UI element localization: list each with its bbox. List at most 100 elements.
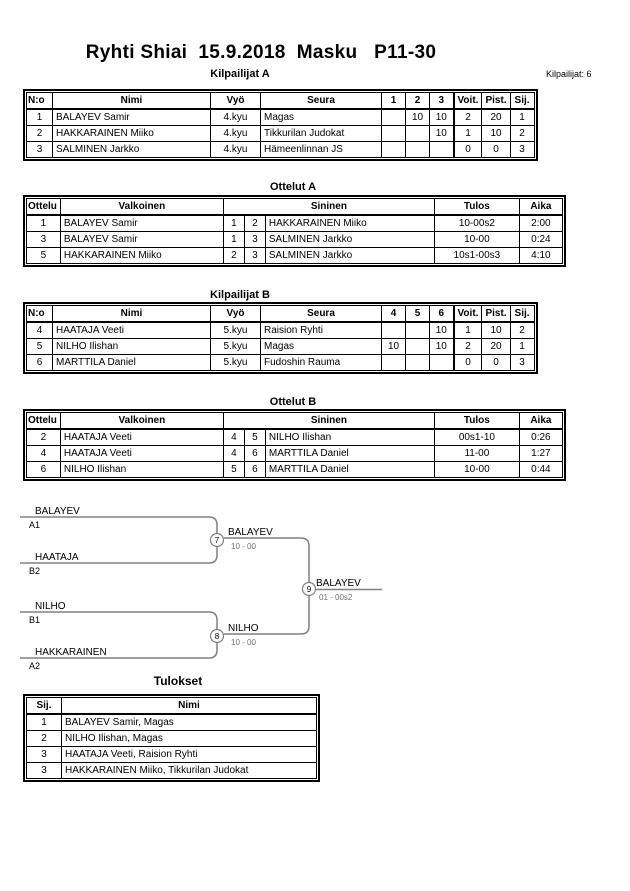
- bracket-slot-seed: B2: [29, 566, 40, 576]
- cell-wins: 1: [452, 321, 483, 339]
- col-header-name: Nimi: [52, 305, 211, 323]
- col-header-result: Tulos: [433, 198, 520, 216]
- cell-time: 2:00: [518, 214, 563, 232]
- bracket-lines: [20, 516, 382, 659]
- cell-points: 20: [481, 108, 511, 126]
- cell-blue-no: 6: [243, 445, 266, 462]
- pool-a-table-grid: N:o Nimi Vyö Seura 1 2 3 Voit. Pist. Sij…: [26, 92, 535, 158]
- cell-place: 1: [509, 338, 535, 355]
- col-header-place: Sij.: [26, 697, 62, 715]
- cell-match-no: 5: [26, 247, 61, 264]
- col-header-no: N:o: [26, 92, 53, 110]
- cell-r3: 10: [429, 321, 454, 339]
- cell-club: Magas: [260, 338, 382, 355]
- matches-b-heading: Ottelut B: [269, 396, 317, 408]
- results-table-grid: Sij. Nimi 1 BALAYEV Samir, Magas 2 NILHO…: [26, 697, 317, 779]
- col-header-blue: Sininen: [222, 198, 435, 216]
- cell-result: 11-00: [433, 445, 520, 462]
- table-row: 2 HAATAJA Veeti 4 5 NILHO Ilishan 00s1-1…: [26, 428, 563, 446]
- cell-r2: [405, 321, 430, 339]
- cell-white-no: 4: [222, 445, 245, 462]
- cell-no: 2: [26, 125, 53, 142]
- match-7-circle: [209, 532, 225, 548]
- cell-place: 1: [26, 713, 62, 731]
- table-row: 6 NILHO Ilishan 5 6 MARTTILA Daniel 10-0…: [26, 461, 563, 478]
- cell-result: 10-00s2: [433, 214, 520, 232]
- cell-name: SALMINEN Jarkko: [52, 141, 211, 158]
- match-7-number: 7: [215, 536, 220, 545]
- cell-no: 5: [26, 338, 53, 355]
- cell-result: 10-00: [433, 461, 520, 478]
- matches-b-table-grid: Ottelu Valkoinen Sininen Tulos Aika 2 HA…: [26, 412, 563, 478]
- cell-time: 0:44: [518, 461, 563, 478]
- col-header-belt: Vyö: [210, 305, 261, 323]
- cell-r2: [405, 141, 430, 158]
- cell-belt: 4.kyu: [210, 108, 261, 126]
- cell-r2: 10: [405, 108, 430, 126]
- table-row: 5 NILHO Ilishan 5.kyu Magas 10 10 2 20 1: [26, 338, 535, 355]
- matches-b-table: Ottelu Valkoinen Sininen Tulos Aika 2 HA…: [23, 409, 566, 481]
- cell-place: 3: [509, 141, 535, 158]
- cell-club: Fudoshin Rauma: [260, 354, 382, 371]
- table-row: 2 NILHO Ilishan, Magas: [26, 730, 317, 747]
- cell-club: Tikkurilan Judokat: [260, 125, 382, 142]
- cell-result: 10-00: [433, 231, 520, 248]
- cell-name: BALAYEV Samir, Magas: [61, 713, 317, 731]
- match-9-number: 9: [307, 585, 312, 594]
- cell-blue-no: 3: [243, 231, 266, 248]
- match-8-winner: NILHO: [228, 623, 259, 634]
- cell-r3: 10: [429, 125, 454, 142]
- cell-belt: 5.kyu: [210, 321, 261, 339]
- cell-r2: [405, 125, 430, 142]
- cell-name: MARTTILA Daniel: [52, 354, 211, 371]
- table-row: 4 HAATAJA Veeti 4 6 MARTTILA Daniel 11-0…: [26, 445, 563, 462]
- cell-name: HAKKARAINEN Miiko, Tikkurilan Judokat: [61, 762, 317, 779]
- cell-blue-no: 6: [243, 461, 266, 478]
- cell-r3: 10: [429, 338, 454, 355]
- matches-b-header-row: Ottelu Valkoinen Sininen Tulos Aika: [26, 412, 563, 430]
- match-9-circle: [301, 581, 317, 597]
- pool-a-table: N:o Nimi Vyö Seura 1 2 3 Voit. Pist. Sij…: [23, 89, 538, 161]
- cell-place: 3: [26, 746, 62, 763]
- cell-blue-name: HAKKARAINEN Miiko: [264, 214, 435, 232]
- col-header-wins: Voit.: [452, 305, 483, 323]
- cell-place: 2: [26, 730, 62, 747]
- col-header-club: Seura: [260, 92, 382, 110]
- cell-r2: [405, 338, 430, 355]
- bracket-slot-name: HAATAJA: [35, 552, 79, 563]
- col-header-wins: Voit.: [452, 92, 483, 110]
- cell-white-name: BALAYEV Samir: [59, 214, 224, 232]
- cell-white-name: HAKKARAINEN Miiko: [59, 247, 224, 264]
- col-header-points: Pist.: [481, 92, 511, 110]
- col-header-r3: 3: [429, 92, 454, 110]
- cell-points: 0: [481, 354, 511, 371]
- match-8-number: 8: [215, 632, 220, 641]
- cell-blue-name: NILHO Ilishan: [264, 428, 435, 446]
- matches-a-table: Ottelu Valkoinen Sininen Tulos Aika 1 BA…: [23, 195, 566, 267]
- col-header-r1: 4: [381, 305, 406, 323]
- table-row: 3 SALMINEN Jarkko 4.kyu Hämeenlinnan JS …: [26, 141, 535, 158]
- cell-club: Magas: [260, 108, 382, 126]
- pool-b-header-row: N:o Nimi Vyö Seura 4 5 6 Voit. Pist. Sij…: [26, 305, 535, 323]
- cell-match-no: 6: [26, 461, 61, 478]
- cell-no: 6: [26, 354, 53, 371]
- cell-wins: 1: [452, 125, 483, 142]
- bracket-slot-name: HAKKARAINEN: [35, 647, 107, 658]
- pool-a-header-row: N:o Nimi Vyö Seura 1 2 3 Voit. Pist. Sij…: [26, 92, 535, 110]
- table-row: 3 HAKKARAINEN Miiko, Tikkurilan Judokat: [26, 762, 317, 779]
- cell-no: 3: [26, 141, 53, 158]
- cell-result: 10s1-00s3: [433, 247, 520, 264]
- cell-r3: 10: [429, 108, 454, 126]
- bracket-slot-seed: A2: [29, 661, 40, 671]
- cell-belt: 5.kyu: [210, 338, 261, 355]
- cell-club: Hämeenlinnan JS: [260, 141, 382, 158]
- cell-place: 3: [26, 762, 62, 779]
- cell-wins: 0: [452, 354, 483, 371]
- cell-name: HAATAJA Veeti, Raision Ryhti: [61, 746, 317, 763]
- col-header-match: Ottelu: [26, 198, 61, 216]
- cell-white-no: 2: [222, 247, 245, 264]
- cell-white-name: HAATAJA Veeti: [59, 445, 224, 462]
- cell-r1: 10: [381, 338, 406, 355]
- cell-time: 0:26: [518, 428, 563, 446]
- cell-white-no: 5: [222, 461, 245, 478]
